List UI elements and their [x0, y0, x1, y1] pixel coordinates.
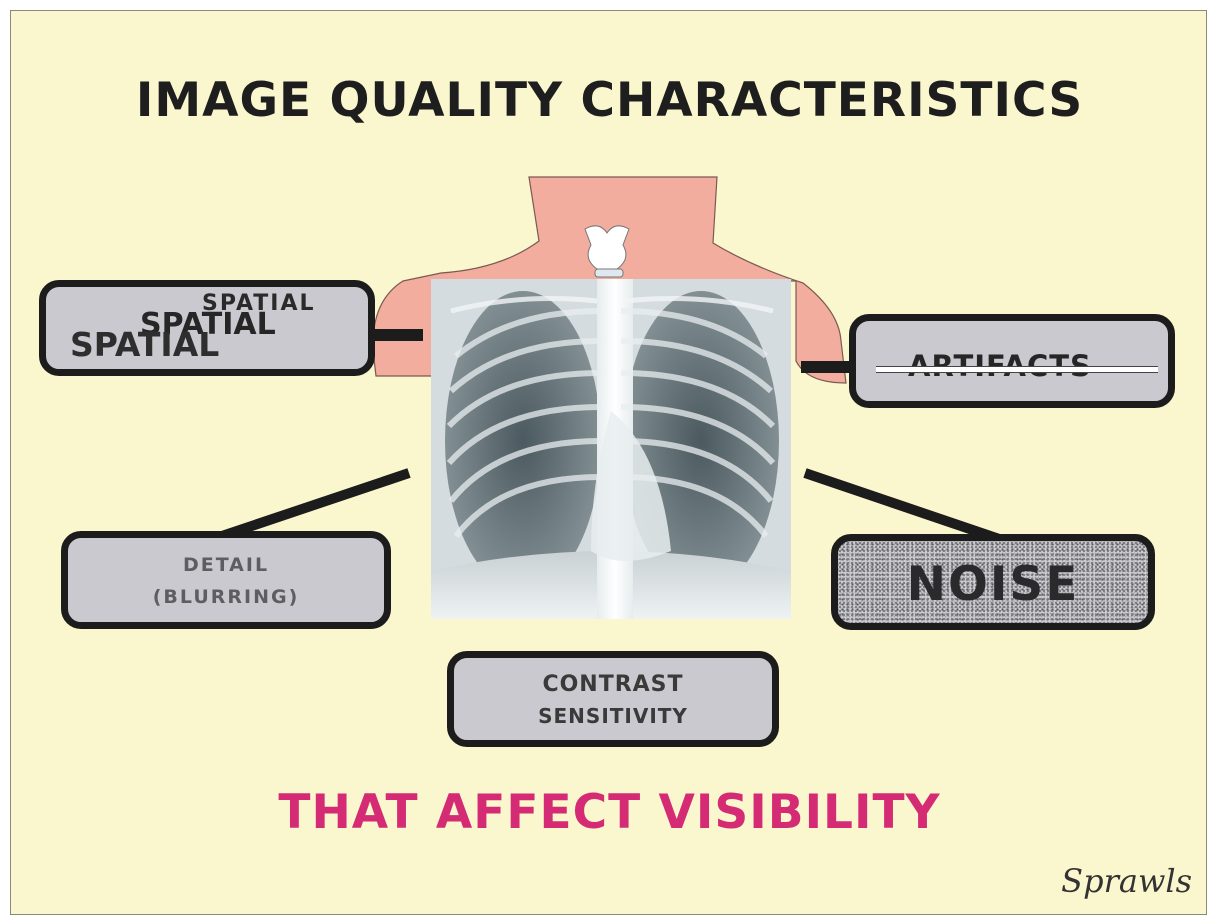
larynx-shape — [585, 226, 629, 269]
trachea-ring — [595, 269, 623, 277]
connector-detail — [213, 473, 409, 539]
sensitivity-label: SENSITIVITY — [454, 704, 772, 728]
noise-box: NOISE — [831, 534, 1155, 630]
connector-noise — [805, 473, 1011, 543]
contrast-label: CONTRAST — [454, 672, 772, 697]
contrast-sensitivity-box: CONTRAST SENSITIVITY — [447, 651, 779, 747]
chest-xray-image — [431, 279, 791, 619]
spatial-box: SPATIAL SPATIAL SPATIAL — [39, 280, 375, 376]
noise-label: NOISE — [838, 557, 1148, 612]
artifact-streak — [876, 366, 1158, 373]
detail-label: DETAIL — [68, 554, 384, 576]
blurring-label: (BLURRING) — [68, 586, 384, 608]
artifacts-box: ARTIFACTS — [849, 314, 1175, 408]
author-signature: Sprawls — [1061, 862, 1192, 900]
spatial-label-large: SPATIAL — [70, 325, 219, 364]
torso-illustration — [11, 11, 1207, 915]
slide: IMAGE QUALITY CHARACTERISTICS — [10, 10, 1207, 915]
slide-subtitle: THAT AFFECT VISIBILITY — [11, 785, 1207, 840]
detail-box: DETAIL (BLURRING) — [61, 531, 391, 629]
